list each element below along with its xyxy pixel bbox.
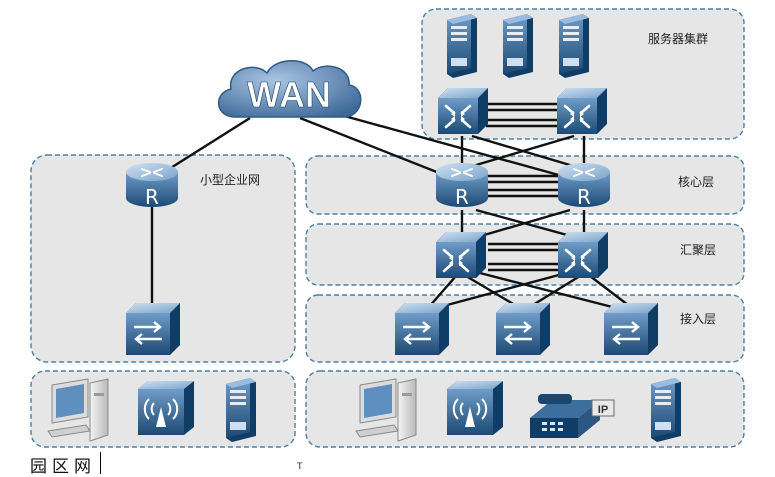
link-srv-a-core2	[471, 134, 581, 170]
server-icon	[447, 14, 477, 78]
pc-icon	[47, 378, 109, 442]
link-wan-small-router	[157, 116, 251, 178]
wan-cloud-icon: WAN	[218, 60, 362, 118]
link-agg2-acc1	[435, 270, 571, 310]
svg-text:R: R	[455, 185, 469, 209]
router-icon: R	[125, 162, 179, 209]
svg-text:R: R	[577, 185, 591, 209]
link-core1-agg2	[475, 208, 579, 240]
link-agg1-acc3	[475, 270, 625, 312]
router-icon: R	[435, 162, 489, 209]
link-agg2-acc3	[589, 275, 633, 309]
access-switch-icon	[602, 301, 660, 357]
link-agg1-acc1	[427, 275, 457, 309]
label-small-enterprise: 小型企业网	[200, 172, 260, 187]
core-switch-icon	[436, 86, 490, 136]
link-core2-agg1	[473, 208, 571, 240]
wireless-ap-icon	[446, 380, 504, 436]
label-core-layer: 核心层	[678, 175, 714, 189]
svg-text:R: R	[145, 185, 159, 209]
core-switch-icon	[434, 230, 488, 280]
campus-network-caption: 园区网	[30, 457, 96, 477]
server-icon	[226, 378, 256, 442]
wan-label: WAN	[247, 74, 331, 115]
label-aggregation-layer: 汇聚层	[680, 243, 716, 257]
ip-badge: IP	[598, 404, 608, 416]
i-beam-cursor-icon: T	[297, 462, 303, 472]
zone-small-enterprise	[30, 154, 296, 363]
core-switch-icon	[556, 230, 610, 280]
server-icon	[651, 378, 681, 442]
access-switch-icon	[494, 301, 552, 357]
ip-phone-icon: IP	[530, 394, 615, 438]
server-icon	[559, 14, 589, 78]
router-icon: R	[557, 162, 611, 209]
access-switch-icon	[393, 301, 451, 357]
wireless-ap-icon	[137, 380, 195, 436]
link-wan-core2	[329, 110, 585, 184]
access-switch-icon	[124, 301, 182, 357]
core-switch-icon	[555, 86, 609, 136]
label-server-cluster: 服务器集群	[648, 31, 708, 46]
zone-aggregation	[305, 223, 745, 286]
text-cursor	[100, 452, 101, 474]
label-access-layer: 接入层	[680, 311, 716, 326]
network-links	[150, 102, 633, 312]
link-agg2-acc2	[527, 274, 581, 310]
server-icon	[503, 14, 533, 78]
zone-core	[305, 155, 745, 215]
link-srv-b-core1	[465, 134, 575, 170]
pc-icon	[355, 378, 417, 442]
link-wan-core1	[299, 116, 463, 184]
